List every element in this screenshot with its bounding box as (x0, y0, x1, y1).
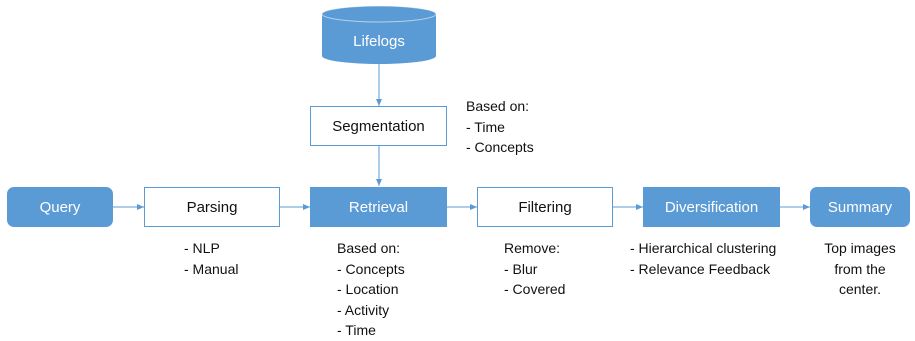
segmentation-note: Based on: - Time - Concepts (466, 96, 534, 158)
note-line: Based on: (337, 240, 401, 256)
note-line: - Hierarchical clustering (630, 240, 777, 256)
note-line: - Concepts (466, 139, 534, 155)
retrieval-node: Retrieval (310, 187, 447, 227)
filtering-node: Filtering (477, 187, 613, 227)
diversification-note: - Hierarchical clustering - Relevance Fe… (630, 238, 776, 279)
segmentation-node: Segmentation (310, 106, 447, 146)
summary-note: Top images from the center. (812, 238, 908, 300)
note-line: Top images (824, 240, 896, 256)
note-line: - Manual (184, 260, 239, 277)
diversification-node: Diversification (643, 187, 780, 227)
lifelogs-label: Lifelogs (353, 32, 405, 50)
note-line: - Blur (504, 260, 538, 277)
parsing-note: - NLP - Manual (184, 238, 238, 279)
note-line: from the (834, 260, 886, 277)
note-line: - Time (466, 118, 505, 135)
lifelogs-database-icon (321, 5, 437, 64)
note-line: - Location (337, 281, 399, 297)
parsing-node: Parsing (144, 187, 280, 227)
note-line: Remove: (504, 240, 561, 256)
note-line: - Covered (504, 281, 566, 297)
filtering-note: Remove: - Blur - Covered (504, 238, 565, 300)
note-line: - Relevance Feedback (630, 260, 771, 277)
note-line: - NLP (184, 240, 220, 256)
retrieval-note: Based on: - Concepts - Location - Activi… (337, 238, 405, 341)
note-line: - Activity (337, 301, 390, 318)
summary-node: Summary (810, 187, 910, 227)
note-line: - Time (337, 322, 376, 338)
note-line: - Concepts (337, 260, 405, 277)
query-node: Query (7, 187, 113, 227)
note-line: Based on: (466, 98, 530, 114)
note-line: center. (838, 281, 882, 297)
